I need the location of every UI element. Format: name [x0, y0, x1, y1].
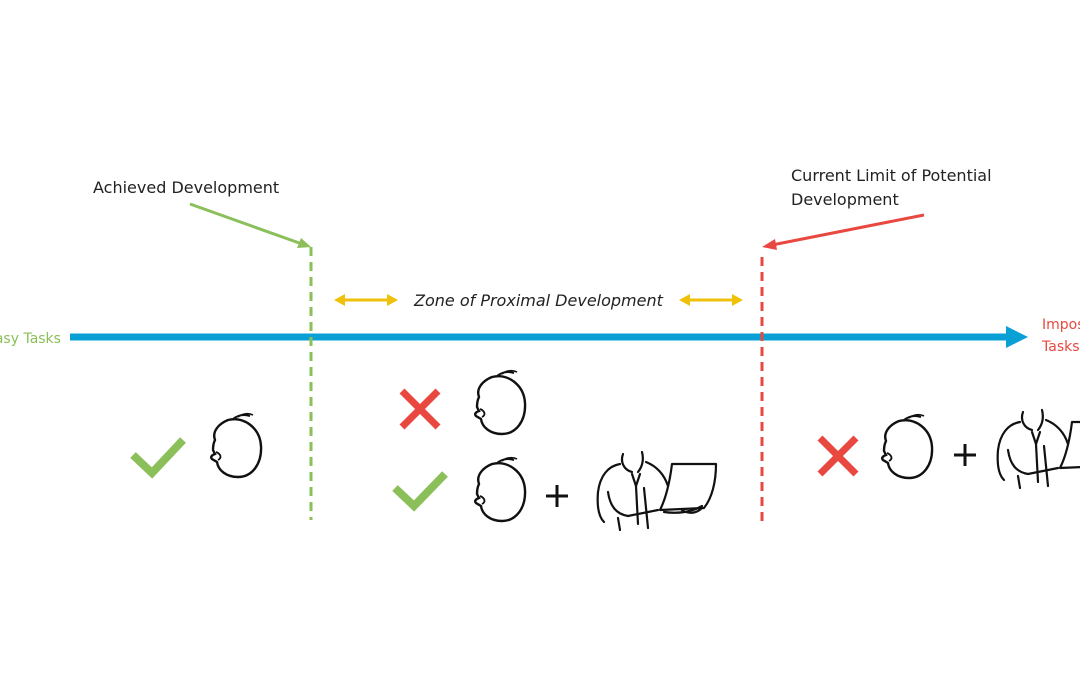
head-icon — [881, 413, 934, 480]
person-with-laptop-icon — [996, 408, 1080, 490]
current-limit-label-line1: Current Limit of Potential — [791, 166, 992, 185]
cross-icon — [399, 388, 441, 430]
cross-icon — [817, 435, 859, 477]
impossible-tasks-label: Impossible Tasks — [1042, 314, 1080, 358]
impossible-tasks-label-line2: Tasks — [1042, 339, 1080, 355]
head-icon — [474, 369, 527, 436]
current-limit-label: Current Limit of Potential Development — [791, 164, 992, 212]
impossible-tasks-label-line1: Impossible — [1042, 317, 1080, 333]
double-arrow-icon — [334, 294, 398, 306]
head-icon — [474, 456, 527, 523]
person-with-laptop-icon — [596, 450, 718, 532]
double-arrow-icon — [679, 294, 743, 306]
zone-of-proximal-development-label: Zone of Proximal Development — [414, 291, 663, 310]
head-icon — [210, 412, 263, 479]
plus-icon — [546, 485, 568, 507]
achieved-pointer-arrow — [189, 202, 311, 248]
current-limit-label-line2: Development — [791, 190, 899, 209]
check-icon — [130, 437, 186, 479]
limit-pointer-arrow — [762, 213, 925, 250]
plus-icon — [954, 444, 976, 466]
achieved-development-label: Achieved Development — [93, 178, 280, 197]
task-difficulty-axis — [70, 326, 1028, 348]
check-icon — [392, 471, 448, 512]
easy-tasks-label: Easy Tasks — [0, 331, 61, 347]
